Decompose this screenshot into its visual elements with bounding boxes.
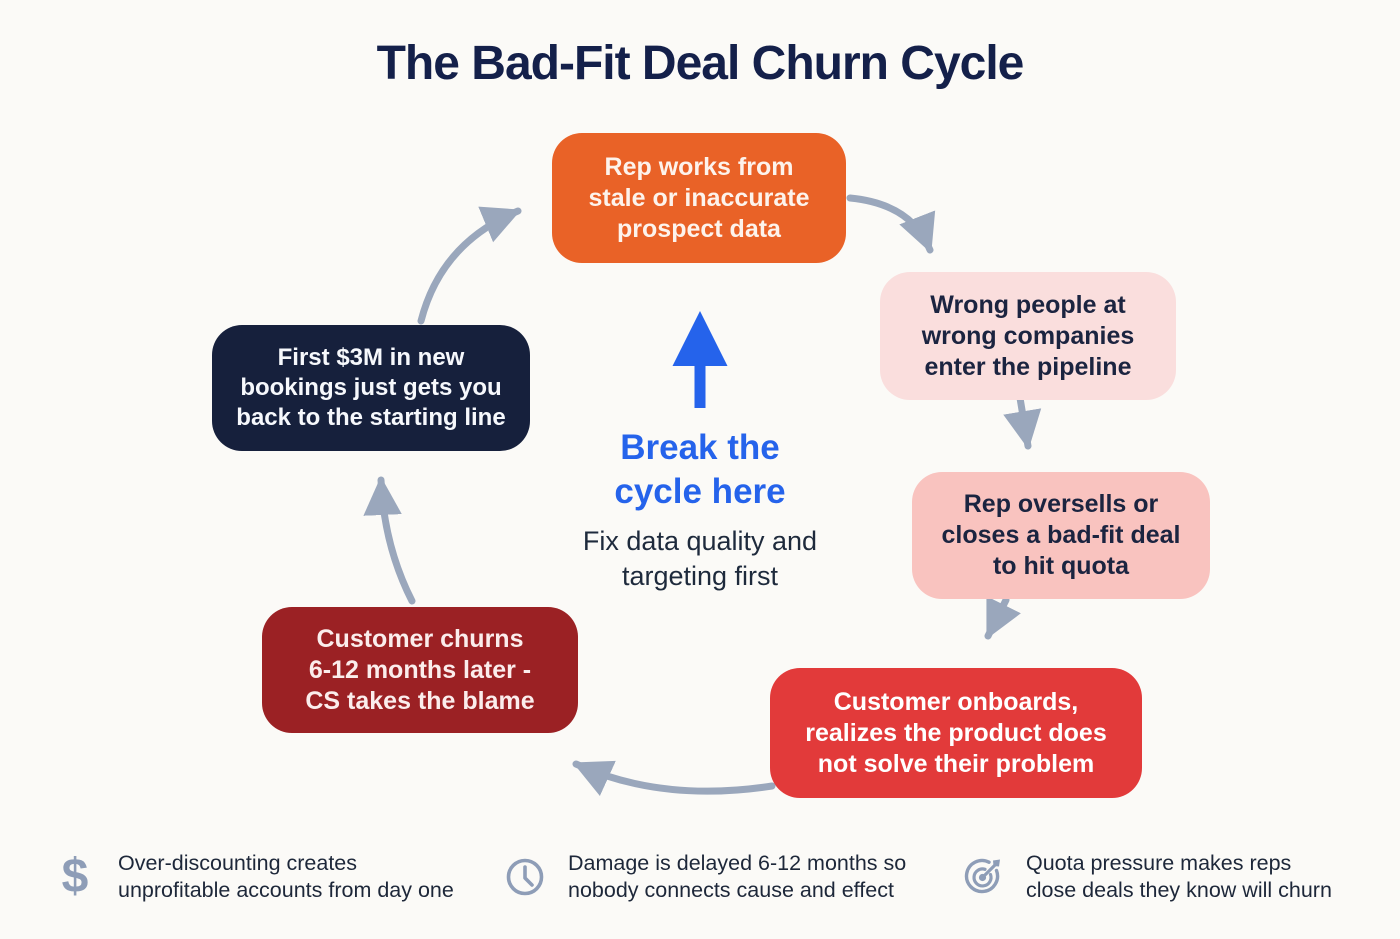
footnote-delayed-damage: Damage is delayed 6-12 months so nobody … (502, 850, 906, 904)
page-title: The Bad-Fit Deal Churn Cycle (376, 37, 1025, 90)
cycle-step-churns: Customer churns 6-12 months later - CS t… (262, 607, 578, 733)
arrow-step5-to-step6 (363, 476, 416, 605)
cycle-step-wrong-people: Wrong people at wrong companies enter th… (880, 272, 1176, 400)
footnote-quota-pressure: Quota pressure makes reps close deals th… (960, 850, 1332, 904)
cycle-step-label: Rep works from stale or inaccurate prosp… (588, 152, 810, 243)
arrow-step3-to-step4 (984, 596, 1021, 640)
arrow-step6-to-step1 (417, 206, 522, 325)
cycle-step-onboards: Customer onboards, realizes the product … (770, 668, 1142, 798)
cycle-step-stale-data: Rep works from stale or inaccurate prosp… (552, 133, 846, 263)
footnote-discounting: $ Over-discounting creates unprofitable … (52, 850, 454, 904)
clock-icon (502, 851, 548, 903)
footnote-text: Damage is delayed 6-12 months so nobody … (568, 851, 907, 903)
cycle-step-bookings: First $3M in new bookings just gets you … (212, 325, 530, 451)
cycle-step-label: Customer churns 6-12 months later - CS t… (305, 624, 535, 715)
cycle-step-label: Wrong people at wrong companies enter th… (921, 290, 1135, 381)
cycle-step-label: First $3M in new bookings just gets you … (236, 344, 506, 431)
target-icon (960, 851, 1006, 903)
break-cycle-subtext: Fix data quality and targeting first (582, 526, 818, 591)
arrow-step2-to-step3 (1003, 394, 1042, 450)
cycle-step-label: Rep oversells or closes a bad-fit deal t… (941, 490, 1181, 580)
arrow-step4-to-step5 (572, 760, 776, 796)
break-cycle-heading: Break the cycle here (614, 428, 786, 512)
footnote-text: Over-discounting creates unprofitable ac… (118, 851, 454, 903)
arrow-step1-to-step2 (846, 194, 936, 254)
cycle-step-oversells: Rep oversells or closes a bad-fit deal t… (912, 472, 1210, 599)
cycle-step-label: Customer onboards, realizes the product … (805, 687, 1107, 778)
dollar-icon: $ (61, 850, 89, 904)
footnote-text: Quota pressure makes reps close deals th… (1026, 851, 1332, 903)
